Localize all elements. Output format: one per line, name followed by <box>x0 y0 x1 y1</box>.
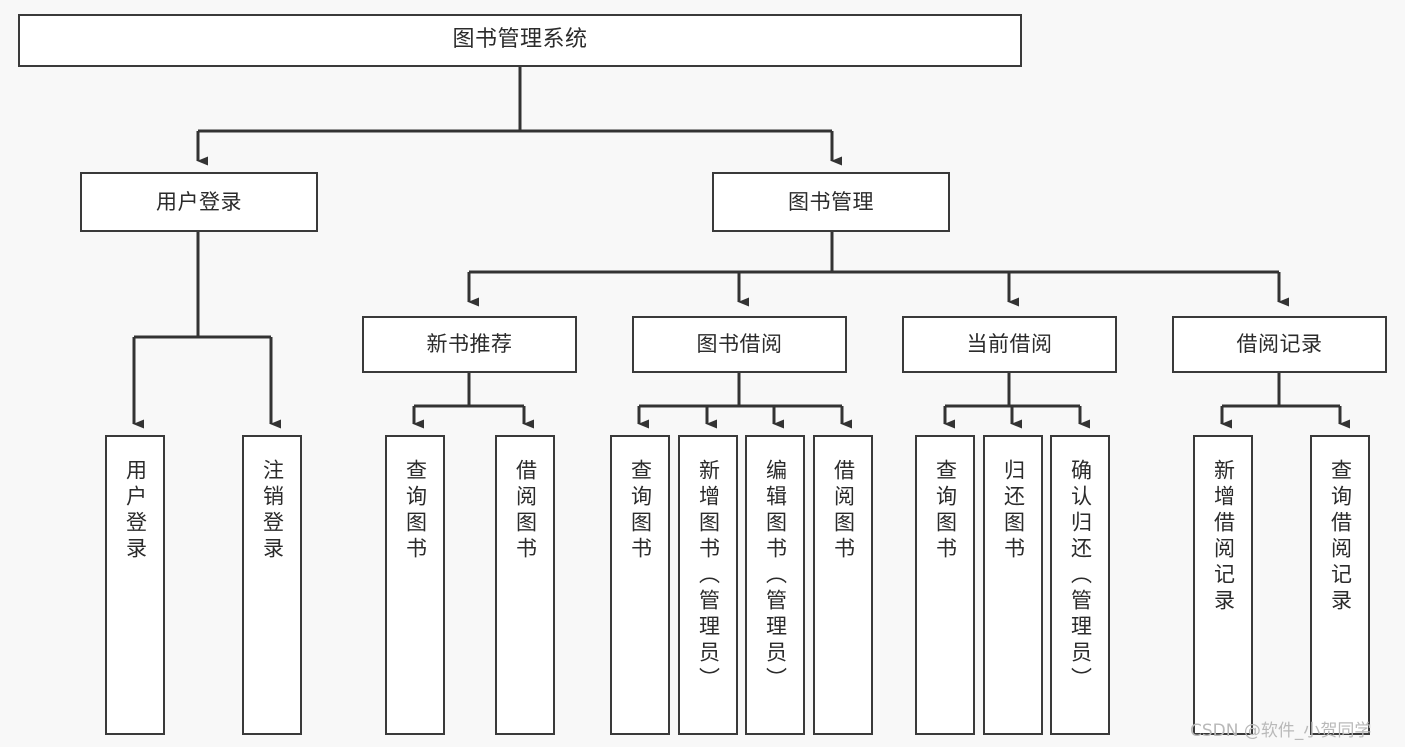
node-label: 确认归还（管理员） <box>1068 459 1093 693</box>
node-label: 图书管理系统 <box>452 27 588 53</box>
node-label: 查询图书 <box>403 459 428 563</box>
leaf-borrow-edit-book[interactable]: 编辑图书（管理员） <box>745 435 805 735</box>
node-label: 查询借阅记录 <box>1328 459 1353 615</box>
leaf-record-query-record[interactable]: 查询借阅记录 <box>1310 435 1370 735</box>
node-label: 编辑图书（管理员） <box>763 459 788 693</box>
leaf-borrow-add-book[interactable]: 新增图书（管理员） <box>678 435 738 735</box>
node-root-system[interactable]: 图书管理系统 <box>18 14 1022 67</box>
node-label: 注销登录 <box>260 459 285 563</box>
node-label: 查询图书 <box>628 459 653 563</box>
leaf-user-login[interactable]: 用户登录 <box>105 435 165 735</box>
node-label: 当前借阅 <box>966 332 1053 357</box>
leaf-current-return-book[interactable]: 归还图书 <box>983 435 1043 735</box>
node-book-borrow[interactable]: 图书借阅 <box>632 316 847 373</box>
leaf-recommend-query-book[interactable]: 查询图书 <box>385 435 445 735</box>
node-borrow-record[interactable]: 借阅记录 <box>1172 316 1387 373</box>
node-current-borrow[interactable]: 当前借阅 <box>902 316 1117 373</box>
node-label: 借阅记录 <box>1236 332 1323 357</box>
node-label: 新增图书（管理员） <box>696 459 721 693</box>
leaf-borrow-query-book[interactable]: 查询图书 <box>610 435 670 735</box>
node-user-login[interactable]: 用户登录 <box>80 172 318 232</box>
node-label: 借阅图书 <box>831 459 856 563</box>
leaf-current-query-book[interactable]: 查询图书 <box>915 435 975 735</box>
node-new-book-recommend[interactable]: 新书推荐 <box>362 316 577 373</box>
leaf-borrow-borrow-book[interactable]: 借阅图书 <box>813 435 873 735</box>
node-label: 借阅图书 <box>513 459 538 563</box>
leaf-logout[interactable]: 注销登录 <box>242 435 302 735</box>
node-label: 用户登录 <box>156 189 242 214</box>
leaf-record-add-record[interactable]: 新增借阅记录 <box>1193 435 1253 735</box>
node-label: 图书借阅 <box>696 332 783 357</box>
node-label: 新书推荐 <box>426 332 513 357</box>
node-label: 查询图书 <box>933 459 958 563</box>
node-book-management[interactable]: 图书管理 <box>712 172 950 232</box>
node-label: 新增借阅记录 <box>1211 459 1236 615</box>
leaf-current-confirm-return[interactable]: 确认归还（管理员） <box>1050 435 1110 735</box>
leaf-recommend-borrow-book[interactable]: 借阅图书 <box>495 435 555 735</box>
node-label: 图书管理 <box>788 189 874 214</box>
watermark: CSDN @软件_小贺同学 <box>1190 721 1372 741</box>
node-label: 用户登录 <box>123 459 148 563</box>
node-label: 归还图书 <box>1001 459 1026 563</box>
